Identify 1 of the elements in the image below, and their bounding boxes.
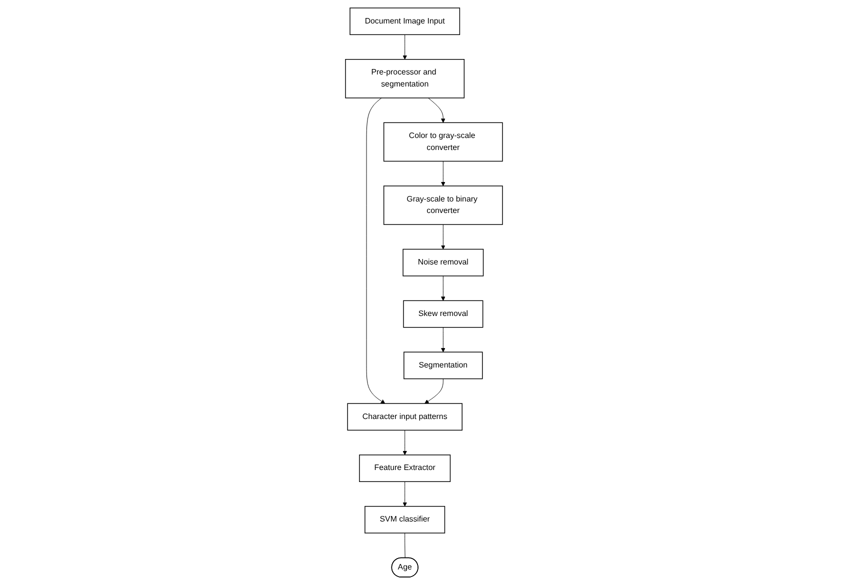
connector [404, 532, 406, 558]
